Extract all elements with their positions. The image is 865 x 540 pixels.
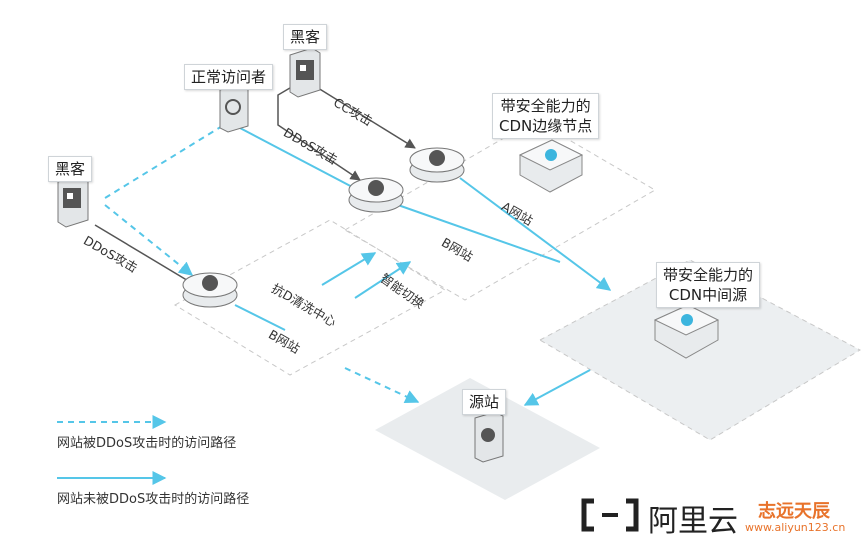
legend-dashed-text: 网站被DDoS攻击时的访问路径 [57,436,237,451]
cdn-edge-device-icon [518,139,584,193]
hacker-left-label: 黑客 [48,156,93,182]
edge-smart-switch [354,261,412,299]
watermark-url: www.aliyun123.cn [745,521,846,534]
edge-node-a-to-cdn-mid [459,177,612,291]
edge-normal-to-node-b [239,127,359,191]
aliyun-logo-text: 阿里云 [648,504,738,539]
cdn-mid-label-line2: CDN中间源 [668,286,748,304]
cdn-mid-label: 带安全能力的 CDN中间源 [656,262,761,308]
cdn-edge-label-line1: 带安全能力的 [500,97,591,115]
normal-visitor-device-icon [219,83,249,133]
aliyun-logo-icon [581,498,639,532]
hacker-top-label: 黑客 [283,24,328,50]
hacker-top-device-icon [289,47,321,98]
watermark-title: 志远天辰 [758,501,830,522]
router-scrub-icon [182,272,238,308]
cdn-mid-label-line1: 带安全能力的 [663,266,754,284]
router-b-icon [348,177,404,213]
cdn-edge-zone [344,119,656,301]
edge-cdn-mid-to-origin [523,369,591,406]
edge-ddos-left [94,224,191,283]
hacker-left-device-icon [57,174,89,228]
cdn-edge-label: 带安全能力的 CDN边缘节点 [492,93,600,139]
edge-dashed-to-scrub [104,204,194,276]
origin-label: 源站 [462,389,507,415]
normal-visitor-label: 正常访问者 [184,64,274,90]
router-a-icon [409,147,465,183]
edge-dashed-scrub-to-origin [344,367,420,404]
cdn-edge-label-line2: CDN边缘节点 [499,117,593,135]
edge-ddos-top [277,84,361,181]
edge-scrub-to-node-b [321,252,377,286]
edge-dashed-normal-to-hacker [104,119,233,199]
edge-node-b-to-cdn-mid [397,204,561,263]
scrubbing-center-zone [174,219,446,376]
legend-solid-text: 网站未被DDoS攻击时的访问路径 [57,492,250,507]
edge-scrub-node-to-zone [234,304,286,331]
origin-server-icon [474,411,504,463]
edge-cc-attack [317,87,416,149]
